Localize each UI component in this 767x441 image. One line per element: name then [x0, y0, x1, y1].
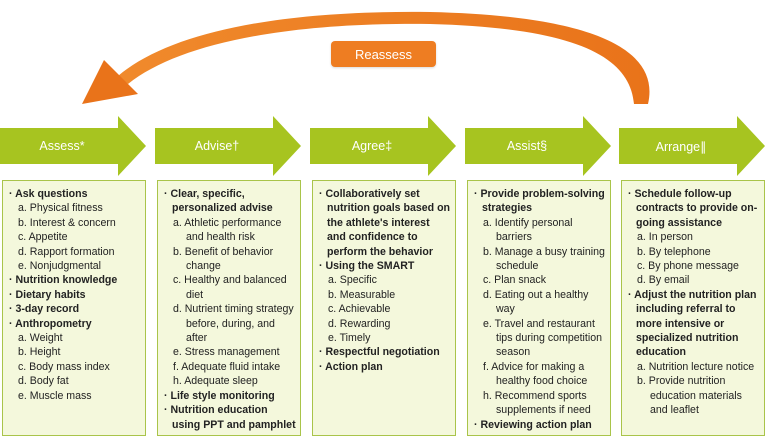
sub-item: c. By phone message [637, 260, 739, 273]
sub-item: b. By telephone [637, 245, 711, 258]
step-label: Advise† [194, 139, 240, 153]
sub-item: c. Appetite [18, 231, 68, 244]
sub-item: h. Adequate sleep [173, 375, 258, 388]
bullet-item: Ask questions [9, 187, 141, 201]
sub-item: c. Achievable [328, 303, 391, 316]
sub-item: b. Interest & concern [18, 216, 116, 229]
sub-item: b. Manage a busy training schedule [483, 245, 605, 273]
bullet-item: Nutrition knowledge [9, 273, 141, 287]
sub-item: d. Body fat [18, 375, 69, 388]
sub-item: h. Recommend sports supplements if need [483, 389, 591, 417]
sub-item: d. Nutrient timing strategy before, duri… [173, 303, 294, 345]
sub-item: a. Weight [18, 332, 63, 345]
bullet-item: Reviewing action plan [474, 418, 606, 432]
bullet-item: Action plan [319, 360, 451, 374]
panel-agree: Collaboratively set nutrition goals base… [312, 180, 456, 436]
bullet-item: Collaboratively set nutrition goals base… [319, 187, 451, 259]
bullet-item: Nutrition education using PPT and pamphl… [164, 403, 296, 432]
bullet-item: Anthropometry [9, 317, 141, 331]
sub-item: c. Plan snack [483, 274, 547, 287]
sub-item: b. Benefit of behavior change [173, 245, 274, 273]
sub-item: c. Healthy and balanced diet [173, 274, 287, 301]
sub-item: d. Rewarding [328, 317, 391, 330]
sub-item: a. Specific [328, 274, 377, 287]
reassess-loop-arrow [82, 11, 650, 104]
step-label: Agree‡ [351, 139, 393, 153]
sub-item: d. Eating out a healthy way [483, 288, 589, 316]
bullet-item: Life style monitoring [164, 389, 296, 403]
bullet-item: Dietary habits [9, 288, 141, 302]
sub-item: f. Adequate fluid intake [173, 360, 281, 373]
step-label: Assist§ [506, 139, 548, 153]
panel-arrange: Schedule follow-up contracts to provide … [621, 180, 765, 436]
sub-item: e. Timely [328, 332, 371, 345]
sub-item: a. Physical fitness [18, 202, 103, 215]
step-label: Arrange∥ [655, 139, 707, 154]
bullet-item: Clear, specific, personalized advise [164, 187, 296, 216]
bullet-item: 3-day record [9, 302, 141, 316]
bullet-item: Respectful negotiation [319, 345, 451, 359]
bullet-item: Provide problem-solving strategies [474, 187, 606, 216]
bullet-item: Adjust the nutrition plan including refe… [628, 288, 760, 360]
sub-item: e. Travel and restaurant tips during com… [483, 317, 602, 359]
sub-item: b. Provide nutrition education materials… [637, 375, 742, 417]
bullet-item: Using the SMART [319, 259, 451, 273]
reassess-badge: Reassess [331, 41, 436, 67]
bullet-item: Schedule follow-up contracts to provide … [628, 187, 760, 230]
sub-item: f. Advice for making a healthy food choi… [483, 360, 588, 388]
sub-item: a. Identify personal barriers [483, 216, 573, 244]
sub-item: e. Nonjudgmental [18, 260, 102, 273]
sub-item: a. Nutrition lecture notice [637, 360, 755, 373]
sub-item: c. Body mass index [18, 360, 110, 373]
sub-item: a. In person [637, 231, 693, 244]
sub-item: d. By email [637, 274, 690, 287]
sub-item: e. Stress management [173, 346, 280, 359]
sub-item: d. Rapport formation [18, 245, 115, 258]
sub-item: b. Measurable [328, 288, 396, 301]
sub-item: a. Athletic performance and health risk [173, 216, 282, 244]
sub-item: b. Height [18, 346, 61, 359]
sub-item: e. Muscle mass [18, 389, 92, 402]
step-label: Assess* [39, 139, 85, 153]
